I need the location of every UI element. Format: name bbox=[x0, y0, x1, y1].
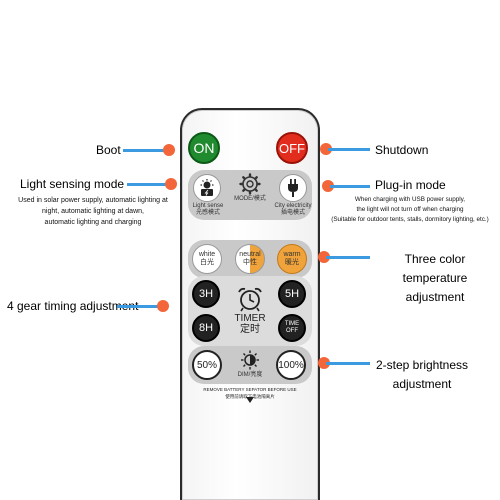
city-electricity-button[interactable] bbox=[279, 174, 307, 202]
two-step-line bbox=[326, 362, 370, 365]
four-gear-label: 4 gear timing adjustment bbox=[7, 299, 139, 313]
dim-50-button[interactable]: 50% bbox=[192, 350, 222, 380]
three-color-dot bbox=[318, 251, 330, 263]
dim-100-button[interactable]: 100% bbox=[276, 350, 306, 380]
off-label: OFF bbox=[279, 140, 305, 156]
three-color-label: Three color temperature adjustment bbox=[372, 250, 498, 308]
neutral-button[interactable]: neutral 中性 bbox=[235, 244, 265, 274]
dim-100-label: 100% bbox=[278, 359, 304, 371]
warm-button[interactable]: warm 暖光 bbox=[277, 244, 307, 274]
timer-5h-button[interactable]: 5H bbox=[278, 280, 306, 308]
four-gear-line bbox=[117, 305, 161, 308]
time-off-button[interactable]: TIME OFF bbox=[278, 314, 306, 342]
timer-label: TIMER 定时 bbox=[226, 313, 274, 335]
light-sense-text: Light sense bbox=[192, 203, 224, 209]
three-color-line-1: Three color temperature bbox=[402, 252, 468, 286]
city-electricity-label: City electricity 插电模式 bbox=[268, 203, 318, 216]
time-off-top: TIME bbox=[284, 321, 300, 328]
white-label: white bbox=[198, 251, 216, 259]
city-cn: 插电模式 bbox=[280, 209, 305, 216]
three-color-line-2: adjustment bbox=[405, 290, 465, 305]
four-gear-dot bbox=[157, 300, 169, 312]
timer-cn: 定时 bbox=[240, 323, 260, 335]
white-cn: 白光 bbox=[200, 259, 214, 266]
light-sensing-desc-2: night, automatic lighting at dawn, bbox=[42, 207, 144, 215]
shutdown-line bbox=[328, 148, 370, 151]
plug-in-desc-2: the light will not turn off when chargin… bbox=[356, 205, 464, 213]
light-sensing-desc: Used in solar power supply, automatic li… bbox=[8, 196, 178, 229]
plug-in-dot bbox=[322, 180, 334, 192]
plug-in-desc-3: (Suitable for outdoor tents, stalls, dor… bbox=[331, 215, 489, 223]
light-sensing-line bbox=[127, 183, 173, 186]
warm-cn: 暖光 bbox=[285, 259, 299, 266]
plug-in-line bbox=[330, 185, 370, 188]
on-button[interactable]: ON bbox=[188, 132, 220, 164]
three-color-line bbox=[326, 256, 370, 259]
shutdown-label: Shutdown bbox=[375, 143, 429, 157]
boot-line bbox=[123, 149, 171, 152]
light-sensing-desc-3: automatic lighting and charging bbox=[44, 218, 142, 226]
timer-3h-button[interactable]: 3H bbox=[192, 280, 220, 308]
light-sense-label: Light sense 光感模式 bbox=[186, 203, 230, 216]
two-step-line-2: adjustment bbox=[392, 377, 452, 392]
neutral-label: neutral bbox=[239, 251, 261, 259]
two-step-dot bbox=[318, 357, 330, 369]
on-label: ON bbox=[193, 140, 215, 156]
light-sensing-desc-1: Used in solar power supply, automatic li… bbox=[18, 197, 168, 204]
mode-label: MODE/模式 bbox=[234, 196, 266, 202]
brightness-icon bbox=[238, 350, 262, 370]
boot-label: Boot bbox=[96, 143, 121, 157]
city-text: City electricity bbox=[274, 203, 312, 209]
sun-battery-icon bbox=[200, 179, 214, 196]
time-off-bottom: OFF bbox=[286, 328, 298, 334]
timer-8h-label: 8H bbox=[198, 322, 214, 334]
timer-8h-button[interactable]: 8H bbox=[192, 314, 220, 342]
off-button[interactable]: OFF bbox=[276, 132, 308, 164]
light-sense-button[interactable] bbox=[193, 174, 221, 202]
plug-in-mode-label: Plug-in mode bbox=[375, 178, 446, 192]
light-sensing-mode-label: Light sensing mode bbox=[20, 177, 125, 191]
plug-icon bbox=[288, 179, 298, 197]
timer-3h-label: 3H bbox=[198, 288, 214, 300]
warning-cn: 使用前请取下电池隔离片 bbox=[225, 394, 275, 400]
plug-in-desc: When charging with USB power supply, the… bbox=[322, 195, 498, 224]
warning-en: REMOVE BATTERY SEPATOR BEFORE USE bbox=[203, 387, 297, 392]
dim-label: DIM/亮度 bbox=[237, 372, 263, 378]
dim-50-label: 50% bbox=[196, 359, 217, 371]
two-step-line-1: 2-step brightness bbox=[375, 358, 469, 372]
neutral-cn: 中性 bbox=[243, 259, 257, 266]
white-button[interactable]: white 白光 bbox=[192, 244, 222, 274]
boot-dot bbox=[163, 144, 175, 156]
shutdown-dot bbox=[320, 143, 332, 155]
arrow-down-icon bbox=[246, 397, 254, 403]
gear-icon bbox=[239, 173, 261, 195]
two-step-label: 2-step brightness adjustment bbox=[372, 356, 472, 394]
light-sense-cn: 光感模式 bbox=[195, 209, 220, 216]
plug-in-desc-1: When charging with USB power supply, bbox=[354, 196, 466, 203]
warm-label: warm bbox=[283, 251, 301, 259]
timer-5h-label: 5H bbox=[284, 288, 300, 300]
mode-button[interactable] bbox=[236, 172, 264, 196]
timer-text: TIMER bbox=[234, 313, 266, 324]
light-sensing-dot bbox=[165, 178, 177, 190]
alarm-clock-icon bbox=[236, 286, 264, 312]
battery-warning: REMOVE BATTERY SEPATOR BEFORE USE 使用前请取下… bbox=[192, 386, 308, 400]
